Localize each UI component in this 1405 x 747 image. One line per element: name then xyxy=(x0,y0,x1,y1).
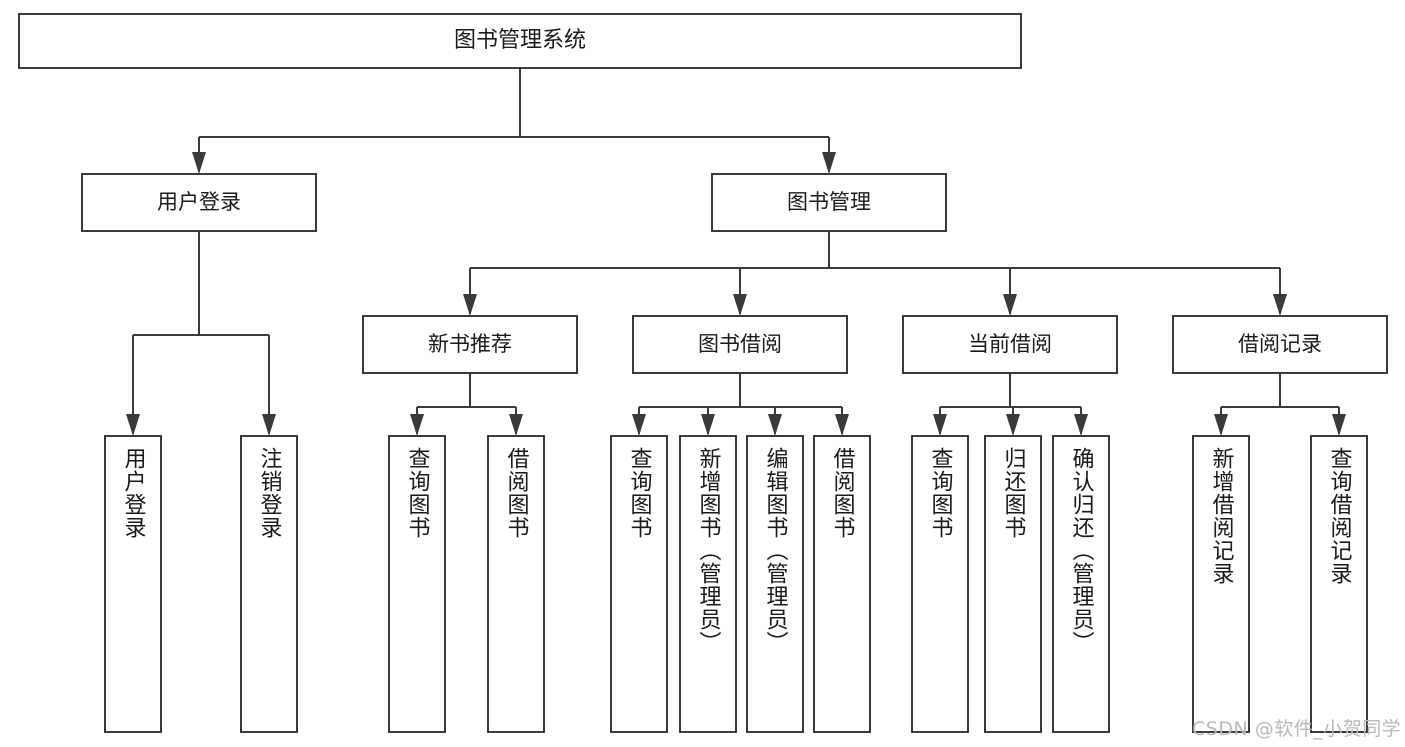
leaf-node-leaf-query-book-3: 查询图书 xyxy=(911,435,969,733)
leaf-node-leaf-logout-login: 注销登录 xyxy=(240,435,298,733)
leaf-node-leaf-borrow-book-2-label: 借阅图书 xyxy=(829,447,855,539)
node-current-borrow-label: 当前借阅 xyxy=(968,332,1052,357)
leaf-node-leaf-confirm-return-admin-label: 确认归还（管理员） xyxy=(1068,447,1094,654)
node-borrow-record: 借阅记录 xyxy=(1172,315,1388,374)
watermark: CSDN @软件_小贺同学 xyxy=(1192,718,1402,740)
leaf-node-leaf-query-book-2-label: 查询图书 xyxy=(626,447,652,539)
leaf-node-leaf-logout-login-label: 注销登录 xyxy=(256,447,282,539)
leaf-node-leaf-query-book-1: 查询图书 xyxy=(388,435,446,733)
leaf-node-leaf-query-book-1-label: 查询图书 xyxy=(404,447,430,539)
leaf-node-leaf-add-borrow-record: 新增借阅记录 xyxy=(1192,435,1250,733)
leaf-node-leaf-borrow-book-1: 借阅图书 xyxy=(487,435,545,733)
leaf-node-leaf-return-book: 归还图书 xyxy=(984,435,1042,733)
node-book-manage: 图书管理 xyxy=(711,173,947,232)
node-borrow-record-label: 借阅记录 xyxy=(1238,332,1322,357)
leaf-node-leaf-query-borrow-record-label: 查询借阅记录 xyxy=(1326,447,1352,585)
leaf-node-leaf-return-book-label: 归还图书 xyxy=(1000,447,1026,539)
node-book-borrow: 图书借阅 xyxy=(632,315,848,374)
leaf-node-leaf-user-login-label: 用户登录 xyxy=(120,447,146,539)
leaf-node-leaf-query-book-3-label: 查询图书 xyxy=(927,447,953,539)
leaf-node-leaf-user-login: 用户登录 xyxy=(104,435,162,733)
node-current-borrow: 当前借阅 xyxy=(902,315,1118,374)
leaf-node-leaf-edit-book-admin-label: 编辑图书（管理员） xyxy=(762,447,788,654)
node-new-book-recommend-label: 新书推荐 xyxy=(428,332,512,357)
node-new-book-recommend: 新书推荐 xyxy=(362,315,578,374)
node-user-login-label: 用户登录 xyxy=(157,190,241,215)
leaf-node-leaf-borrow-book-1-label: 借阅图书 xyxy=(503,447,529,539)
leaf-node-leaf-add-borrow-record-label: 新增借阅记录 xyxy=(1208,447,1234,585)
leaf-node-leaf-edit-book-admin: 编辑图书（管理员） xyxy=(746,435,804,733)
leaf-node-leaf-confirm-return-admin: 确认归还（管理员） xyxy=(1052,435,1110,733)
leaf-node-leaf-query-book-2: 查询图书 xyxy=(610,435,668,733)
root-node-book-management-system: 图书管理系统 xyxy=(18,13,1022,69)
node-book-borrow-label: 图书借阅 xyxy=(698,332,782,357)
leaf-node-leaf-add-book-admin-label: 新增图书（管理员） xyxy=(695,447,721,654)
node-book-manage-label: 图书管理 xyxy=(787,190,871,215)
leaf-node-leaf-borrow-book-2: 借阅图书 xyxy=(813,435,871,733)
node-user-login: 用户登录 xyxy=(81,173,317,232)
leaf-node-leaf-query-borrow-record: 查询借阅记录 xyxy=(1310,435,1368,733)
root-node-book-management-system-label: 图书管理系统 xyxy=(453,28,586,54)
leaf-node-leaf-add-book-admin: 新增图书（管理员） xyxy=(679,435,737,733)
